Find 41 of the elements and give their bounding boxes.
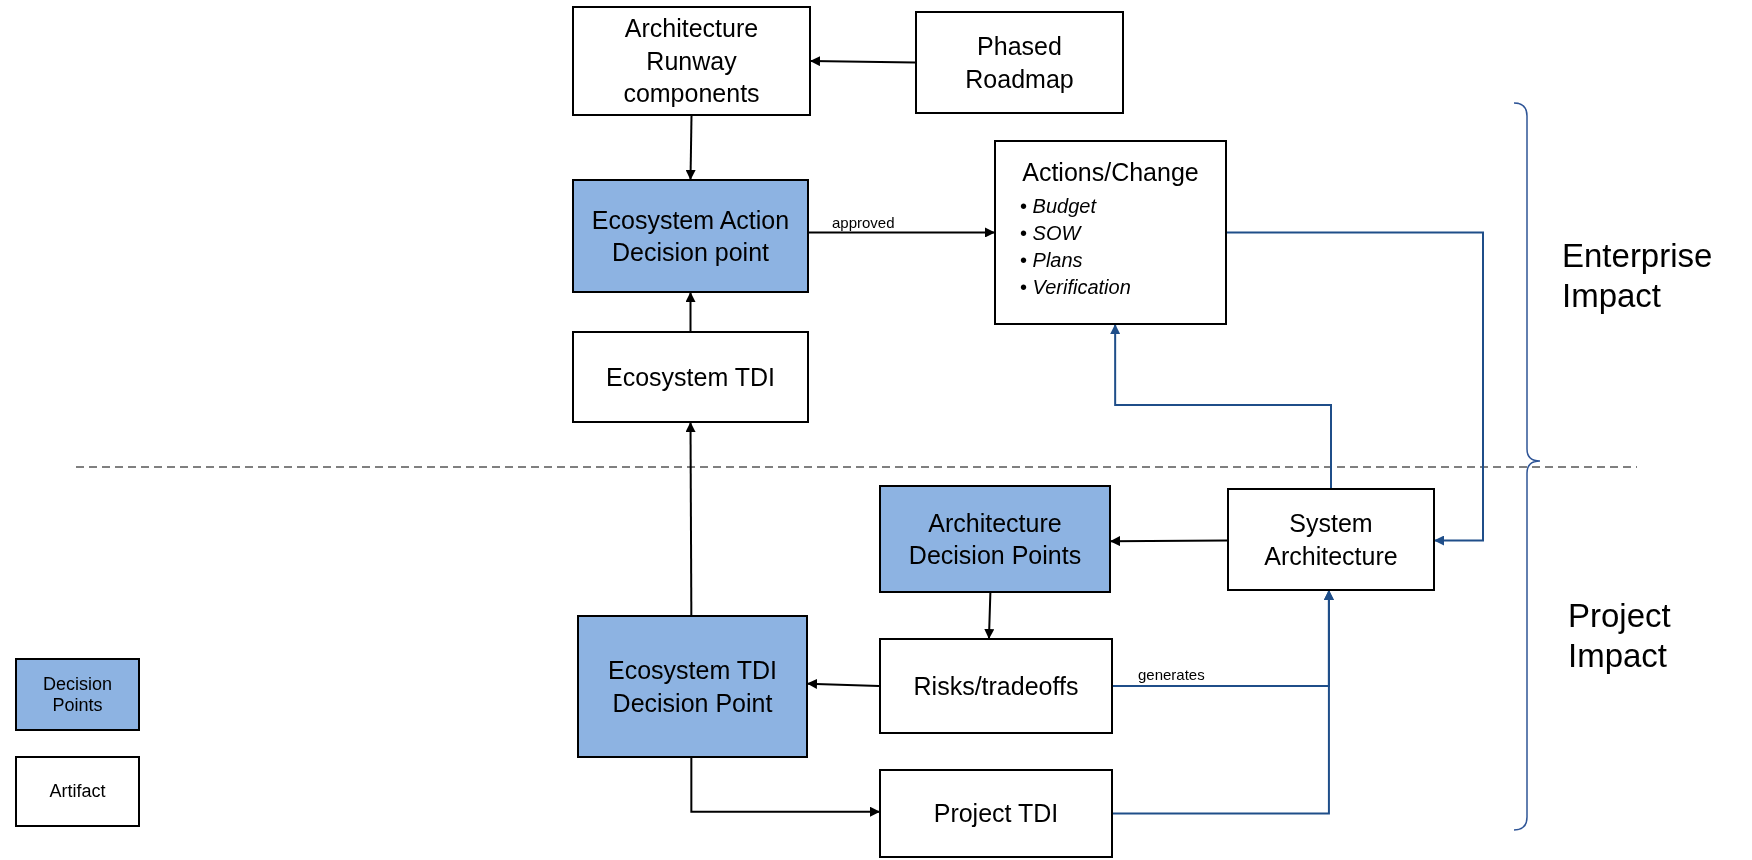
artifact-box bbox=[879, 769, 1113, 858]
decision-point-box bbox=[572, 179, 809, 293]
arrow bbox=[1110, 536, 1228, 547]
arrow bbox=[685, 422, 696, 616]
node-title: Ecosystem TDI bbox=[606, 361, 775, 393]
artifact-box bbox=[572, 331, 809, 423]
decision-point-box bbox=[577, 615, 808, 758]
artifact-box bbox=[572, 6, 811, 116]
arrow bbox=[1110, 324, 1332, 489]
artifact-box bbox=[994, 140, 1227, 325]
decision-point-box bbox=[879, 485, 1111, 593]
artifact-box bbox=[1227, 488, 1435, 591]
legend-swatch: Artifact bbox=[15, 756, 140, 827]
node-title: Architecture Runway components bbox=[622, 13, 761, 110]
node-title: Ecosystem Action Decision point bbox=[590, 204, 791, 268]
artifact-box bbox=[915, 11, 1124, 114]
arrow bbox=[807, 678, 880, 689]
arrow bbox=[1112, 590, 1334, 815]
bullet-item: • SOW bbox=[1020, 220, 1083, 246]
node-title: Phased Roadmap bbox=[964, 31, 1075, 95]
node-title: Project TDI bbox=[933, 798, 1059, 830]
arrow bbox=[984, 592, 995, 639]
node-title: System Architecture bbox=[1263, 508, 1399, 572]
arrow bbox=[685, 115, 696, 180]
bullet-item: • Budget bbox=[1020, 193, 1098, 219]
impact-label: Project Impact bbox=[1568, 596, 1672, 676]
bullet-item: • Plans bbox=[1020, 247, 1084, 273]
arrow bbox=[808, 227, 995, 238]
arrow bbox=[690, 757, 880, 817]
edge-label: approved bbox=[830, 214, 897, 231]
legend-swatch: Decision Points bbox=[15, 658, 140, 731]
node-title: Architecture Decision Points bbox=[907, 507, 1083, 571]
arrow bbox=[1226, 231, 1484, 546]
artifact-box bbox=[879, 638, 1113, 734]
bullet-item: • Verification bbox=[1020, 274, 1131, 300]
arrow bbox=[685, 292, 696, 332]
node-title: Ecosystem TDI Decision Point bbox=[607, 655, 778, 719]
node-title: Risks/tradeoffs bbox=[913, 670, 1079, 702]
node-title: Actions/Change bbox=[1022, 157, 1199, 188]
impact-label: Enterprise Impact bbox=[1562, 236, 1714, 316]
arrow bbox=[810, 56, 916, 67]
